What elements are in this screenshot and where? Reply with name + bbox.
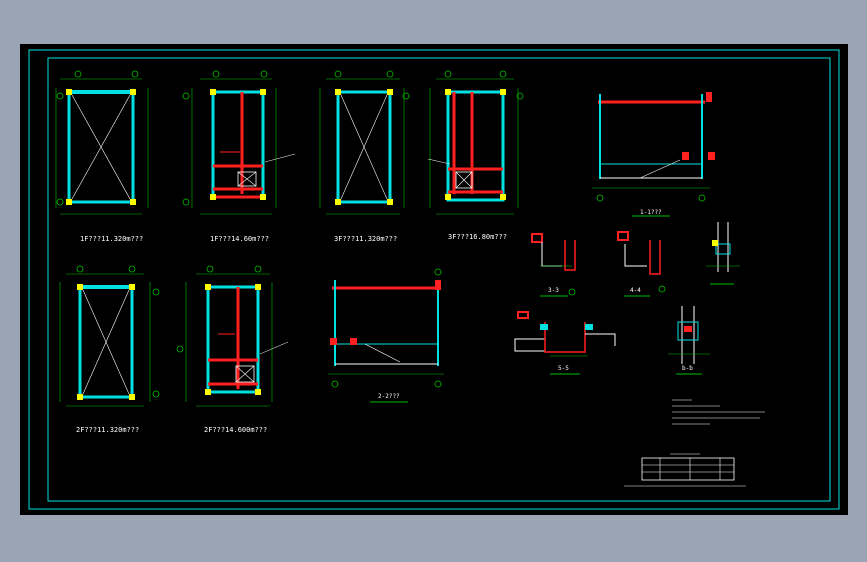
- detail-3-3: [531, 233, 576, 297]
- detail-a-a: [706, 222, 740, 285]
- section-title-2-2: 2-2???: [378, 393, 400, 400]
- plan-3F-11320: [319, 70, 410, 215]
- drawing-sheet: 1F???11.320m??? 1F???14.60m??? 3F???11.3…: [20, 44, 848, 515]
- material-table: [624, 453, 746, 487]
- inner-frame: [47, 57, 831, 502]
- section-1-1: [592, 92, 715, 217]
- drawing-canvas: [28, 49, 840, 510]
- section-title-5-5: 5-5: [558, 365, 569, 372]
- section-title-b-b: b-b: [682, 365, 693, 372]
- plan-title-6: 2F???14.600m???: [204, 426, 268, 434]
- plan-3F-1680: [427, 70, 524, 215]
- plan-title-5: 2F???11.320m???: [76, 426, 140, 434]
- plan-2F-14600: [176, 265, 289, 407]
- section-title-1-1: 1-1???: [640, 209, 662, 216]
- section-title-4-4: 4-4: [630, 287, 641, 294]
- outer-frame: [28, 49, 840, 510]
- plan-1F-11320: [55, 70, 149, 215]
- detail-b-b: [668, 306, 710, 375]
- plan-title-2: 1F???14.60m???: [210, 235, 270, 243]
- plan-title-4: 3F???16.80m???: [448, 233, 508, 241]
- detail-5-5: [514, 311, 616, 375]
- general-notes: [672, 399, 765, 425]
- section-2-2: [328, 268, 444, 403]
- plan-2F-11320: [59, 265, 160, 407]
- plan-title-1: 1F???11.320m???: [80, 235, 144, 243]
- plan-title-3: 3F???11.320m???: [334, 235, 398, 243]
- section-title-3-3: 3-3: [548, 287, 559, 294]
- detail-4-4: [617, 231, 666, 297]
- plan-1F-1460: [182, 70, 296, 215]
